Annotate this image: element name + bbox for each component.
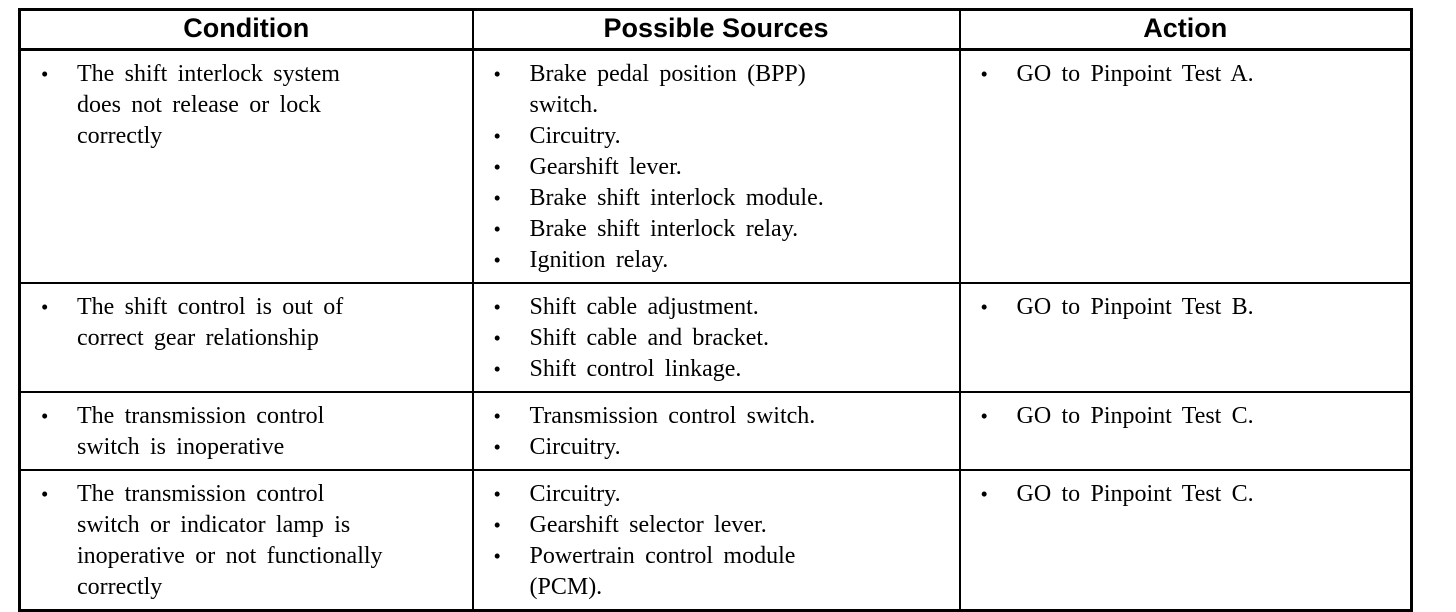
list-item: • GO to Pinpoint Test C. <box>961 479 1397 510</box>
action-cell: • GO to Pinpoint Test C. <box>958 391 1413 471</box>
action-text: GO to Pinpoint Test A. <box>1016 61 1254 87</box>
column-header-condition: Condition <box>18 8 474 51</box>
sources-cell: • Brake pedal position (BPP) switch. • Cir… <box>471 48 961 284</box>
action-cell: • GO to Pinpoint Test C. <box>958 469 1413 612</box>
list-item: • Brake pedal position (BPP) switch. <box>474 59 945 121</box>
bullet-icon: • <box>493 155 501 179</box>
bullet-icon: • <box>493 482 501 506</box>
list-item: • Brake shift interlock relay. <box>474 214 945 245</box>
table-row: • The transmission control switch or indi… <box>18 469 1413 612</box>
source-text: Brake shift interlock module. <box>529 185 824 211</box>
list-item: • Ignition relay. <box>474 245 945 276</box>
source-text: Circuitry. <box>529 123 621 149</box>
bullet-icon: • <box>980 482 988 506</box>
table-row: • The transmission control switch is inop… <box>18 391 1413 471</box>
action-text: GO to Pinpoint Test B. <box>1016 294 1254 320</box>
bullet-icon: • <box>41 295 49 319</box>
bullet-icon: • <box>980 62 988 86</box>
bullet-icon: • <box>493 544 501 568</box>
bullet-icon: • <box>980 404 988 428</box>
source-text: Ignition relay. <box>529 247 669 273</box>
list-item: • Brake shift interlock module. <box>474 183 945 214</box>
list-item: • The transmission control switch is inop… <box>21 401 458 463</box>
diagnostic-table: Condition Possible Sources Action • The s… <box>18 8 1413 612</box>
source-text: Shift cable and bracket. <box>529 325 770 351</box>
action-text: GO to Pinpoint Test C. <box>1016 403 1254 429</box>
list-item: • Shift cable and bracket. <box>474 323 945 354</box>
source-text: Shift control linkage. <box>529 356 742 382</box>
sources-cell: • Transmission control switch. • Circuitry… <box>471 391 961 471</box>
list-item: • Powertrain control module (PCM). <box>474 541 945 603</box>
condition-text: The shift interlock system does not rele… <box>77 61 340 149</box>
list-item: • The shift interlock system does not rel… <box>21 59 458 152</box>
bullet-icon: • <box>41 404 49 428</box>
sources-cell: • Shift cable adjustment. • Shift cable an… <box>471 282 961 393</box>
bullet-icon: • <box>493 124 501 148</box>
bullet-icon: • <box>493 357 501 381</box>
column-header-action: Action <box>958 8 1413 51</box>
list-item: • The transmission control switch or indi… <box>21 479 458 603</box>
source-text: Gearshift lever. <box>529 154 682 180</box>
condition-text: The transmission control switch or indic… <box>77 481 383 600</box>
bullet-icon: • <box>41 482 49 506</box>
action-text: GO to Pinpoint Test C. <box>1016 481 1254 507</box>
bullet-icon: • <box>493 248 501 272</box>
list-item: • GO to Pinpoint Test B. <box>961 292 1397 323</box>
list-item: • Circuitry. <box>474 432 945 463</box>
source-text: Circuitry. <box>529 481 621 507</box>
source-text: Powertrain control module (PCM). <box>529 543 796 600</box>
bullet-icon: • <box>980 295 988 319</box>
condition-cell: • The shift control is out of correct gea… <box>18 282 474 393</box>
bullet-icon: • <box>493 435 501 459</box>
bullet-icon: • <box>493 295 501 319</box>
list-item: • Circuitry. <box>474 121 945 152</box>
condition-cell: • The shift interlock system does not rel… <box>18 48 474 284</box>
column-header-possible-sources: Possible Sources <box>471 8 961 51</box>
bullet-icon: • <box>493 326 501 350</box>
list-item: • Shift control linkage. <box>474 354 945 385</box>
list-item: • Circuitry. <box>474 479 945 510</box>
condition-text: The transmission control switch is inope… <box>77 403 325 460</box>
table-header-row: Condition Possible Sources Action <box>18 8 1413 51</box>
list-item: • GO to Pinpoint Test A. <box>961 59 1397 90</box>
bullet-icon: • <box>493 217 501 241</box>
action-cell: • GO to Pinpoint Test A. <box>958 48 1413 284</box>
list-item: • Gearshift selector lever. <box>474 510 945 541</box>
list-item: • Transmission control switch. <box>474 401 945 432</box>
bullet-icon: • <box>41 62 49 86</box>
condition-cell: • The transmission control switch is inop… <box>18 391 474 471</box>
condition-text: The shift control is out of correct gear… <box>77 294 344 351</box>
bullet-icon: • <box>493 186 501 210</box>
bullet-icon: • <box>493 513 501 537</box>
bullet-icon: • <box>493 62 501 86</box>
table-row: • The shift control is out of correct gea… <box>18 282 1413 393</box>
list-item: • Gearshift lever. <box>474 152 945 183</box>
source-text: Brake shift interlock relay. <box>529 216 799 242</box>
condition-cell: • The transmission control switch or indi… <box>18 469 474 612</box>
table-row: • The shift interlock system does not rel… <box>18 48 1413 284</box>
source-text: Transmission control switch. <box>529 403 816 429</box>
sources-cell: • Circuitry. • Gearshift selector lever. •… <box>471 469 961 612</box>
source-text: Gearshift selector lever. <box>529 512 767 538</box>
source-text: Circuitry. <box>529 434 621 460</box>
source-text: Shift cable adjustment. <box>529 294 759 320</box>
action-cell: • GO to Pinpoint Test B. <box>958 282 1413 393</box>
source-text: Brake pedal position (BPP) switch. <box>529 61 806 118</box>
list-item: • GO to Pinpoint Test C. <box>961 401 1397 432</box>
list-item: • Shift cable adjustment. <box>474 292 945 323</box>
list-item: • The shift control is out of correct gea… <box>21 292 458 354</box>
bullet-icon: • <box>493 404 501 428</box>
